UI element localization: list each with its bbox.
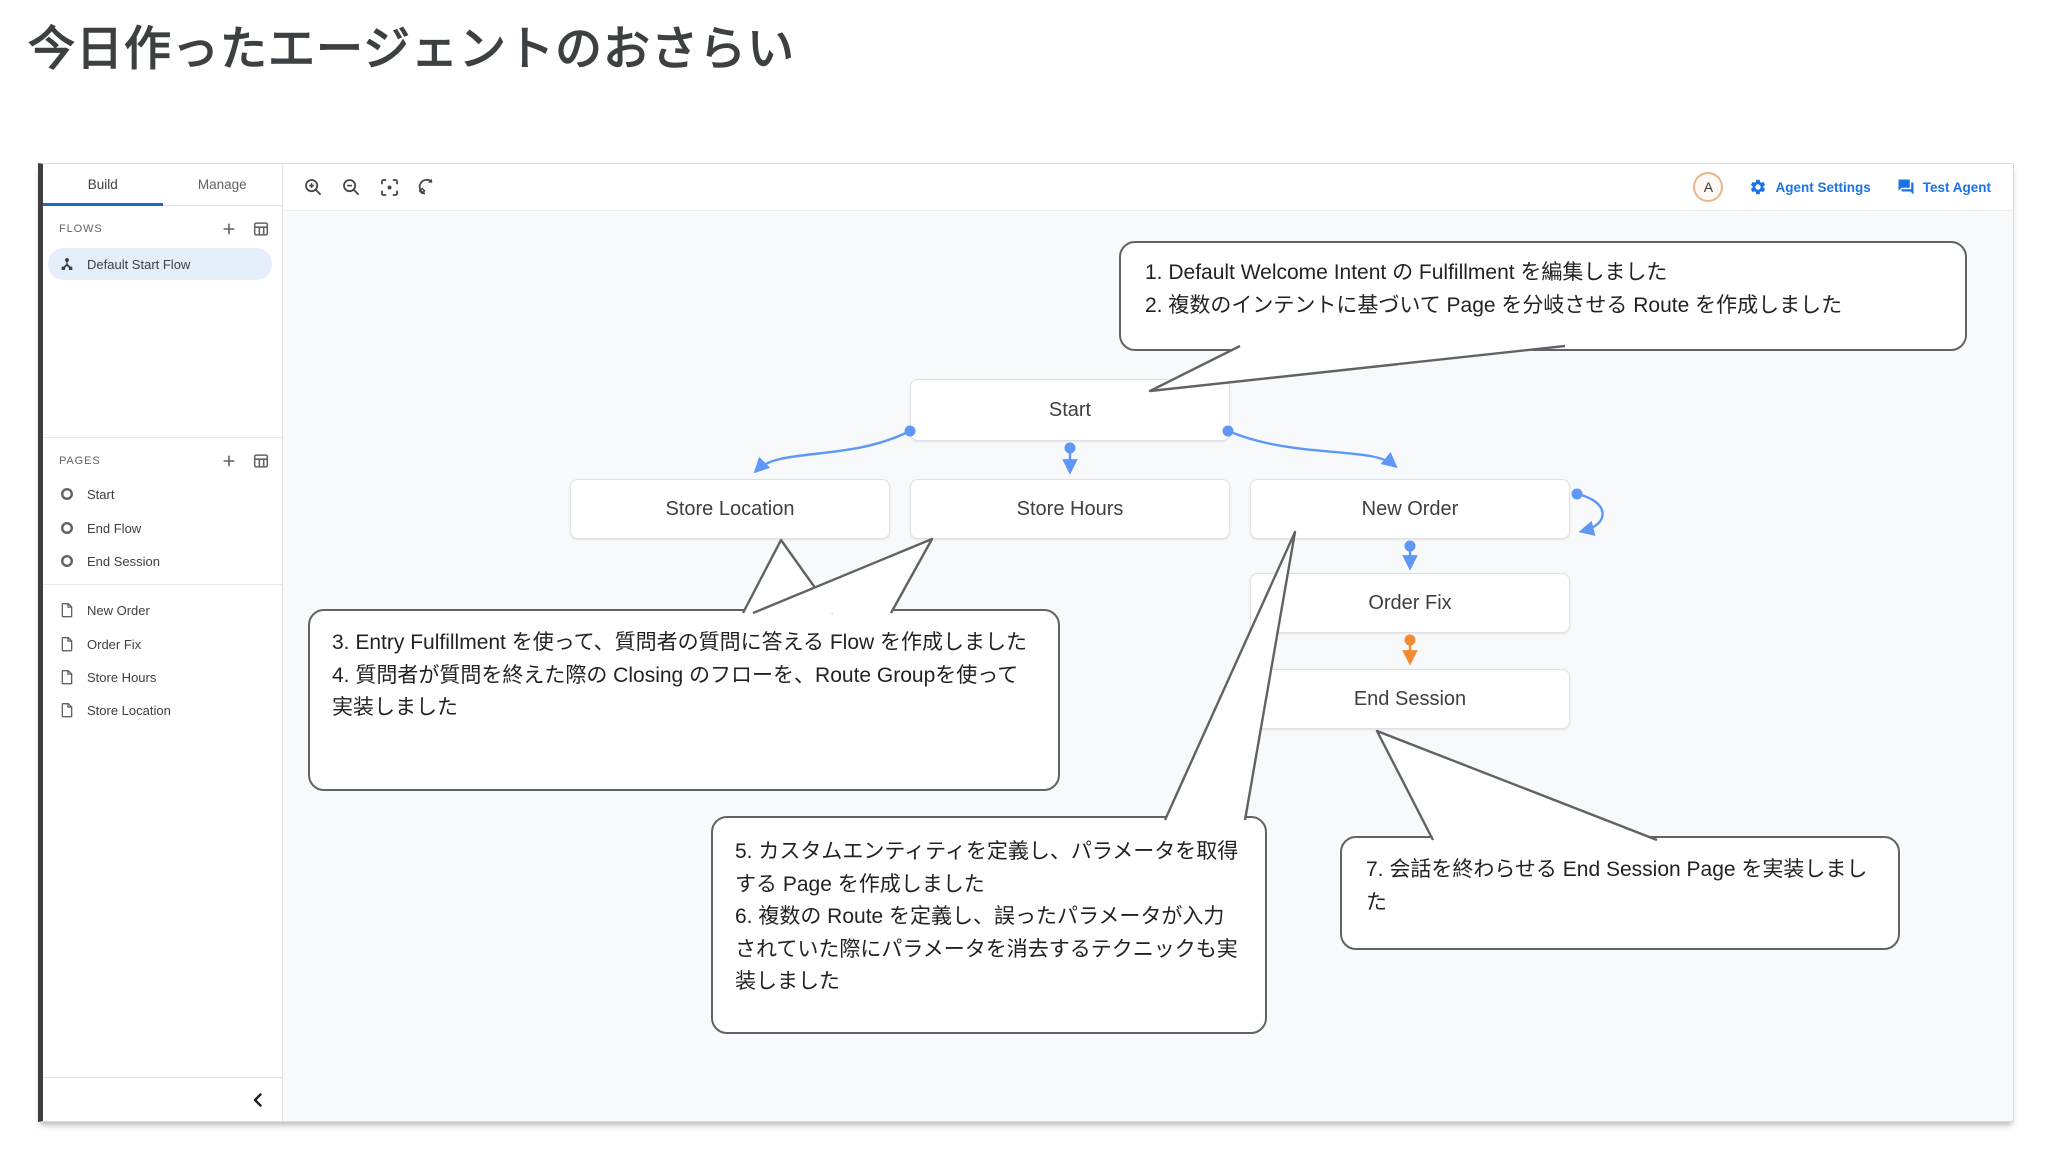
dialogflow-window: Build Manage FLOWS Default Start Flow PA… [38, 163, 2014, 1122]
sidebar-item-end-session[interactable]: End Session [43, 545, 282, 577]
node-label: New Order [1361, 497, 1459, 520]
flow-item-label: Default Start Flow [87, 256, 191, 272]
chat-icon [1898, 179, 1914, 195]
callout-7: 7. 会話を終わらせる End Session Page を実装しました [1340, 836, 1900, 950]
canvas-toolbar: A Agent Settings Test Agent [283, 164, 2013, 211]
node-store-location[interactable]: Store Location [570, 479, 890, 539]
flow-icon [61, 258, 73, 270]
node-label: Start [1048, 398, 1092, 421]
flows-section-header: FLOWS [43, 215, 282, 243]
sidebar-tabbar: Build Manage [43, 164, 282, 206]
zoom-out-icon[interactable] [341, 177, 362, 198]
node-label: End Session [1353, 687, 1467, 710]
pages-section-header: PAGES [43, 447, 282, 475]
sidebar-item-store-location[interactable]: Store Location [43, 694, 282, 726]
center-focus-icon[interactable] [379, 177, 400, 198]
test-agent-button[interactable]: Test Agent [1897, 178, 1991, 196]
sidebar: Build Manage FLOWS Default Start Flow PA… [43, 164, 283, 1121]
circle-icon [61, 522, 73, 534]
circle-icon [61, 488, 73, 500]
page-icon [61, 703, 73, 718]
reset-view-icon[interactable] [417, 177, 438, 198]
page-title: 今日作ったエージェントのおさらい [28, 22, 796, 75]
agent-settings-label: Agent Settings [1775, 179, 1871, 195]
sidebar-collapse-row [43, 1077, 282, 1121]
sidebar-item-store-hours[interactable]: Store Hours [43, 661, 282, 693]
sidebar-item-default-start-flow[interactable]: Default Start Flow [48, 248, 272, 280]
page-item-label: End Flow [87, 520, 142, 536]
callout-1-2: 1. Default Welcome Intent の Fulfillment … [1119, 241, 1967, 351]
table-icon[interactable] [252, 452, 270, 470]
page-item-label: Store Location [87, 702, 171, 718]
callout-3-4: 3. Entry Fulfillment を使って、質問者の質問に答える Flo… [308, 609, 1060, 791]
page-icon [61, 637, 73, 652]
test-agent-label: Test Agent [1922, 179, 1991, 195]
page-item-label: New Order [87, 602, 150, 618]
node-label: Store Hours [1016, 497, 1124, 520]
plus-icon[interactable] [220, 220, 238, 238]
pages-header-label: PAGES [59, 455, 101, 467]
page-icon [61, 603, 73, 618]
zoom-in-icon[interactable] [303, 177, 324, 198]
node-end-session[interactable]: End Session [1250, 669, 1570, 729]
sidebar-item-end-flow[interactable]: End Flow [43, 512, 282, 544]
callout-5-6: 5. カスタムエンティティを定義し、パラメータを取得する Page を作成しまし… [711, 816, 1267, 1034]
flows-header-label: FLOWS [59, 223, 103, 235]
chevron-left-icon[interactable] [250, 1092, 266, 1108]
node-start[interactable]: Start [910, 379, 1230, 441]
node-label: Order Fix [1368, 591, 1452, 614]
page-item-label: Start [87, 486, 115, 502]
page-item-label: Order Fix [87, 636, 142, 652]
tab-manage[interactable]: Manage [197, 177, 247, 192]
page-item-label: End Session [87, 553, 160, 569]
circle-icon [61, 555, 73, 567]
agent-settings-button[interactable]: Agent Settings [1749, 178, 1871, 196]
avatar[interactable]: A [1693, 172, 1724, 202]
node-new-order[interactable]: New Order [1250, 479, 1570, 539]
page-item-label: Store Hours [87, 669, 157, 685]
sidebar-item-new-order[interactable]: New Order [43, 594, 282, 626]
page-icon [61, 670, 73, 685]
table-icon[interactable] [252, 220, 270, 238]
node-order-fix[interactable]: Order Fix [1250, 573, 1570, 633]
plus-icon[interactable] [220, 452, 238, 470]
sidebar-divider [43, 584, 282, 585]
sidebar-item-start[interactable]: Start [43, 478, 282, 510]
sidebar-item-order-fix[interactable]: Order Fix [43, 628, 282, 660]
gear-icon [1751, 179, 1766, 195]
node-label: Store Location [665, 497, 795, 520]
tab-build[interactable]: Build [43, 164, 163, 206]
node-store-hours[interactable]: Store Hours [910, 479, 1230, 539]
sidebar-divider [43, 437, 282, 438]
